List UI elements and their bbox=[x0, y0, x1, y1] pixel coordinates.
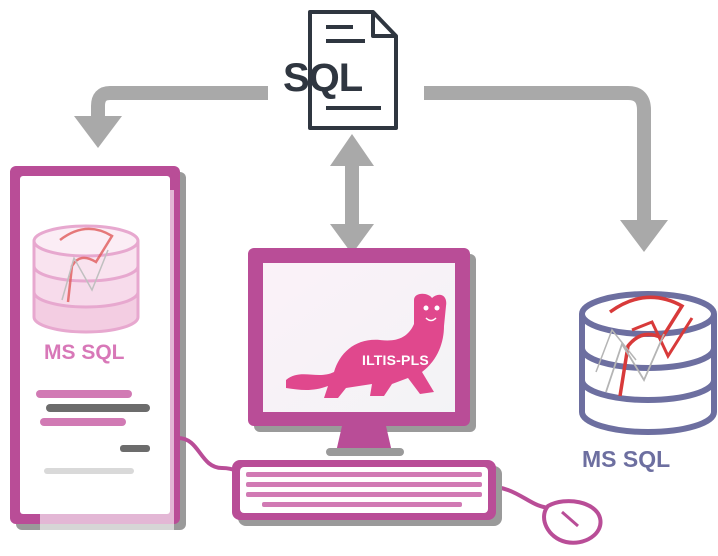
tower-panel-lines bbox=[36, 390, 150, 474]
sql-document-icon bbox=[308, 10, 398, 130]
left-server-label: MS SQL bbox=[44, 341, 125, 364]
right-flow-arrow bbox=[424, 86, 668, 252]
left-flow-arrow bbox=[74, 86, 268, 148]
bidirectional-arrow bbox=[330, 134, 374, 254]
keyboard-icon bbox=[232, 460, 502, 526]
right-database-label: MS SQL bbox=[582, 446, 671, 472]
sql-document-label: SQL bbox=[283, 56, 363, 100]
mouse-icon bbox=[542, 499, 603, 545]
monitor-logo-text: ILTIS-PLS bbox=[362, 352, 429, 368]
database-icon-right bbox=[579, 291, 717, 435]
ferret-mascot-icon bbox=[286, 293, 447, 398]
database-icon bbox=[32, 224, 140, 334]
